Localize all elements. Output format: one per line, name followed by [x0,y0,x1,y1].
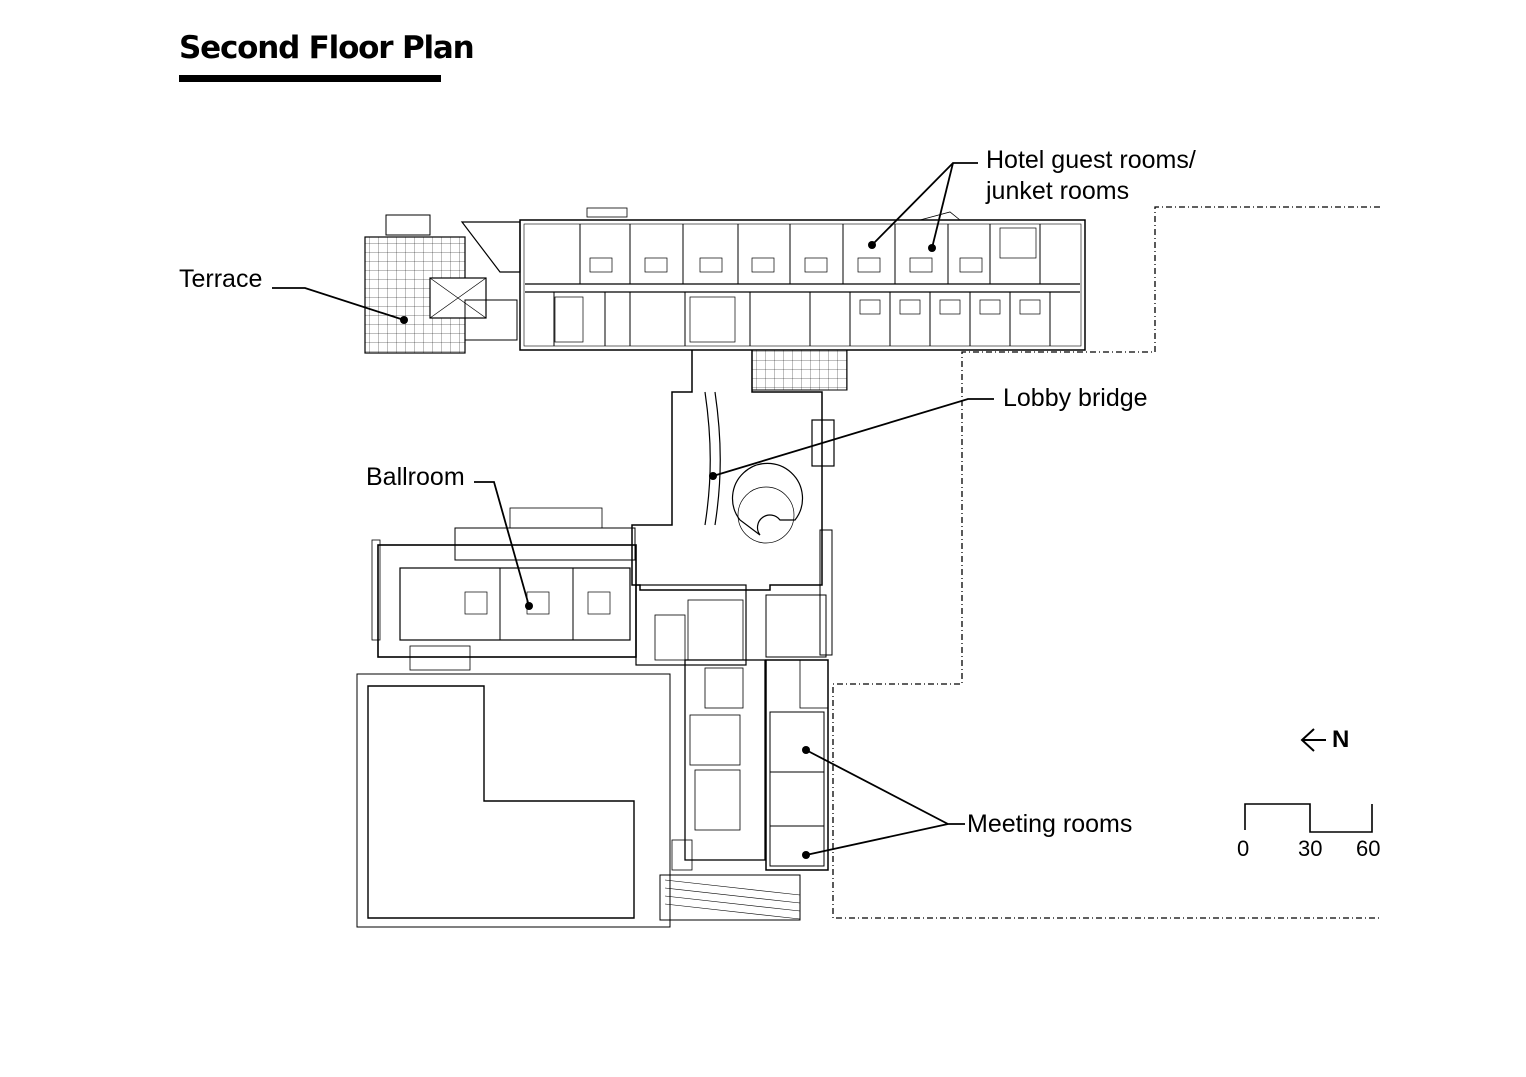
scale-bar [1244,803,1373,833]
label-ballroom: Ballroom [366,463,465,491]
label-lobby-bridge: Lobby bridge [1003,384,1148,412]
north-arrow-icon [1300,728,1326,752]
lobby-core [631,350,835,656]
dot-hotel-2 [928,244,936,252]
leader-hotel-1 [871,162,978,246]
service-core [635,584,827,921]
hotel-wing [519,207,1086,351]
adjacent-building-outer [356,673,671,928]
link-block [751,349,848,391]
site-boundary [832,206,1380,919]
scale-tick-60: 60 [1356,836,1381,861]
page-title: Second Floor Plan [179,30,475,66]
dot-hotel-1 [868,241,876,249]
label-leaders [272,162,994,856]
title-underline [179,75,441,82]
leader-meeting-2 [805,823,949,856]
leader-ballroom [474,481,530,607]
dot-terrace [400,316,408,324]
meeting-rooms-block [765,659,829,871]
dot-lobby-bridge [709,472,717,480]
dot-meeting-1 [802,746,810,754]
leader-terrace [272,287,405,321]
north-label: N [1332,726,1350,753]
scale-tick-30: 30 [1298,836,1323,861]
leader-meeting-1 [805,749,965,825]
terrace-area [364,214,521,354]
dot-meeting-2 [802,851,810,859]
dot-ballroom [525,602,533,610]
label-hotel-rooms-line1: Hotel guest rooms/ [986,146,1196,174]
adjacent-building [367,685,635,919]
label-terrace: Terrace [179,265,263,293]
label-meeting-rooms: Meeting rooms [967,810,1133,838]
scale-tick-0: 0 [1237,836,1250,861]
ballroom-block [371,507,637,671]
leader-lobby-bridge [712,398,994,477]
label-hotel-rooms-line2: junket rooms [986,177,1130,205]
leader-hotel-2 [931,162,954,249]
